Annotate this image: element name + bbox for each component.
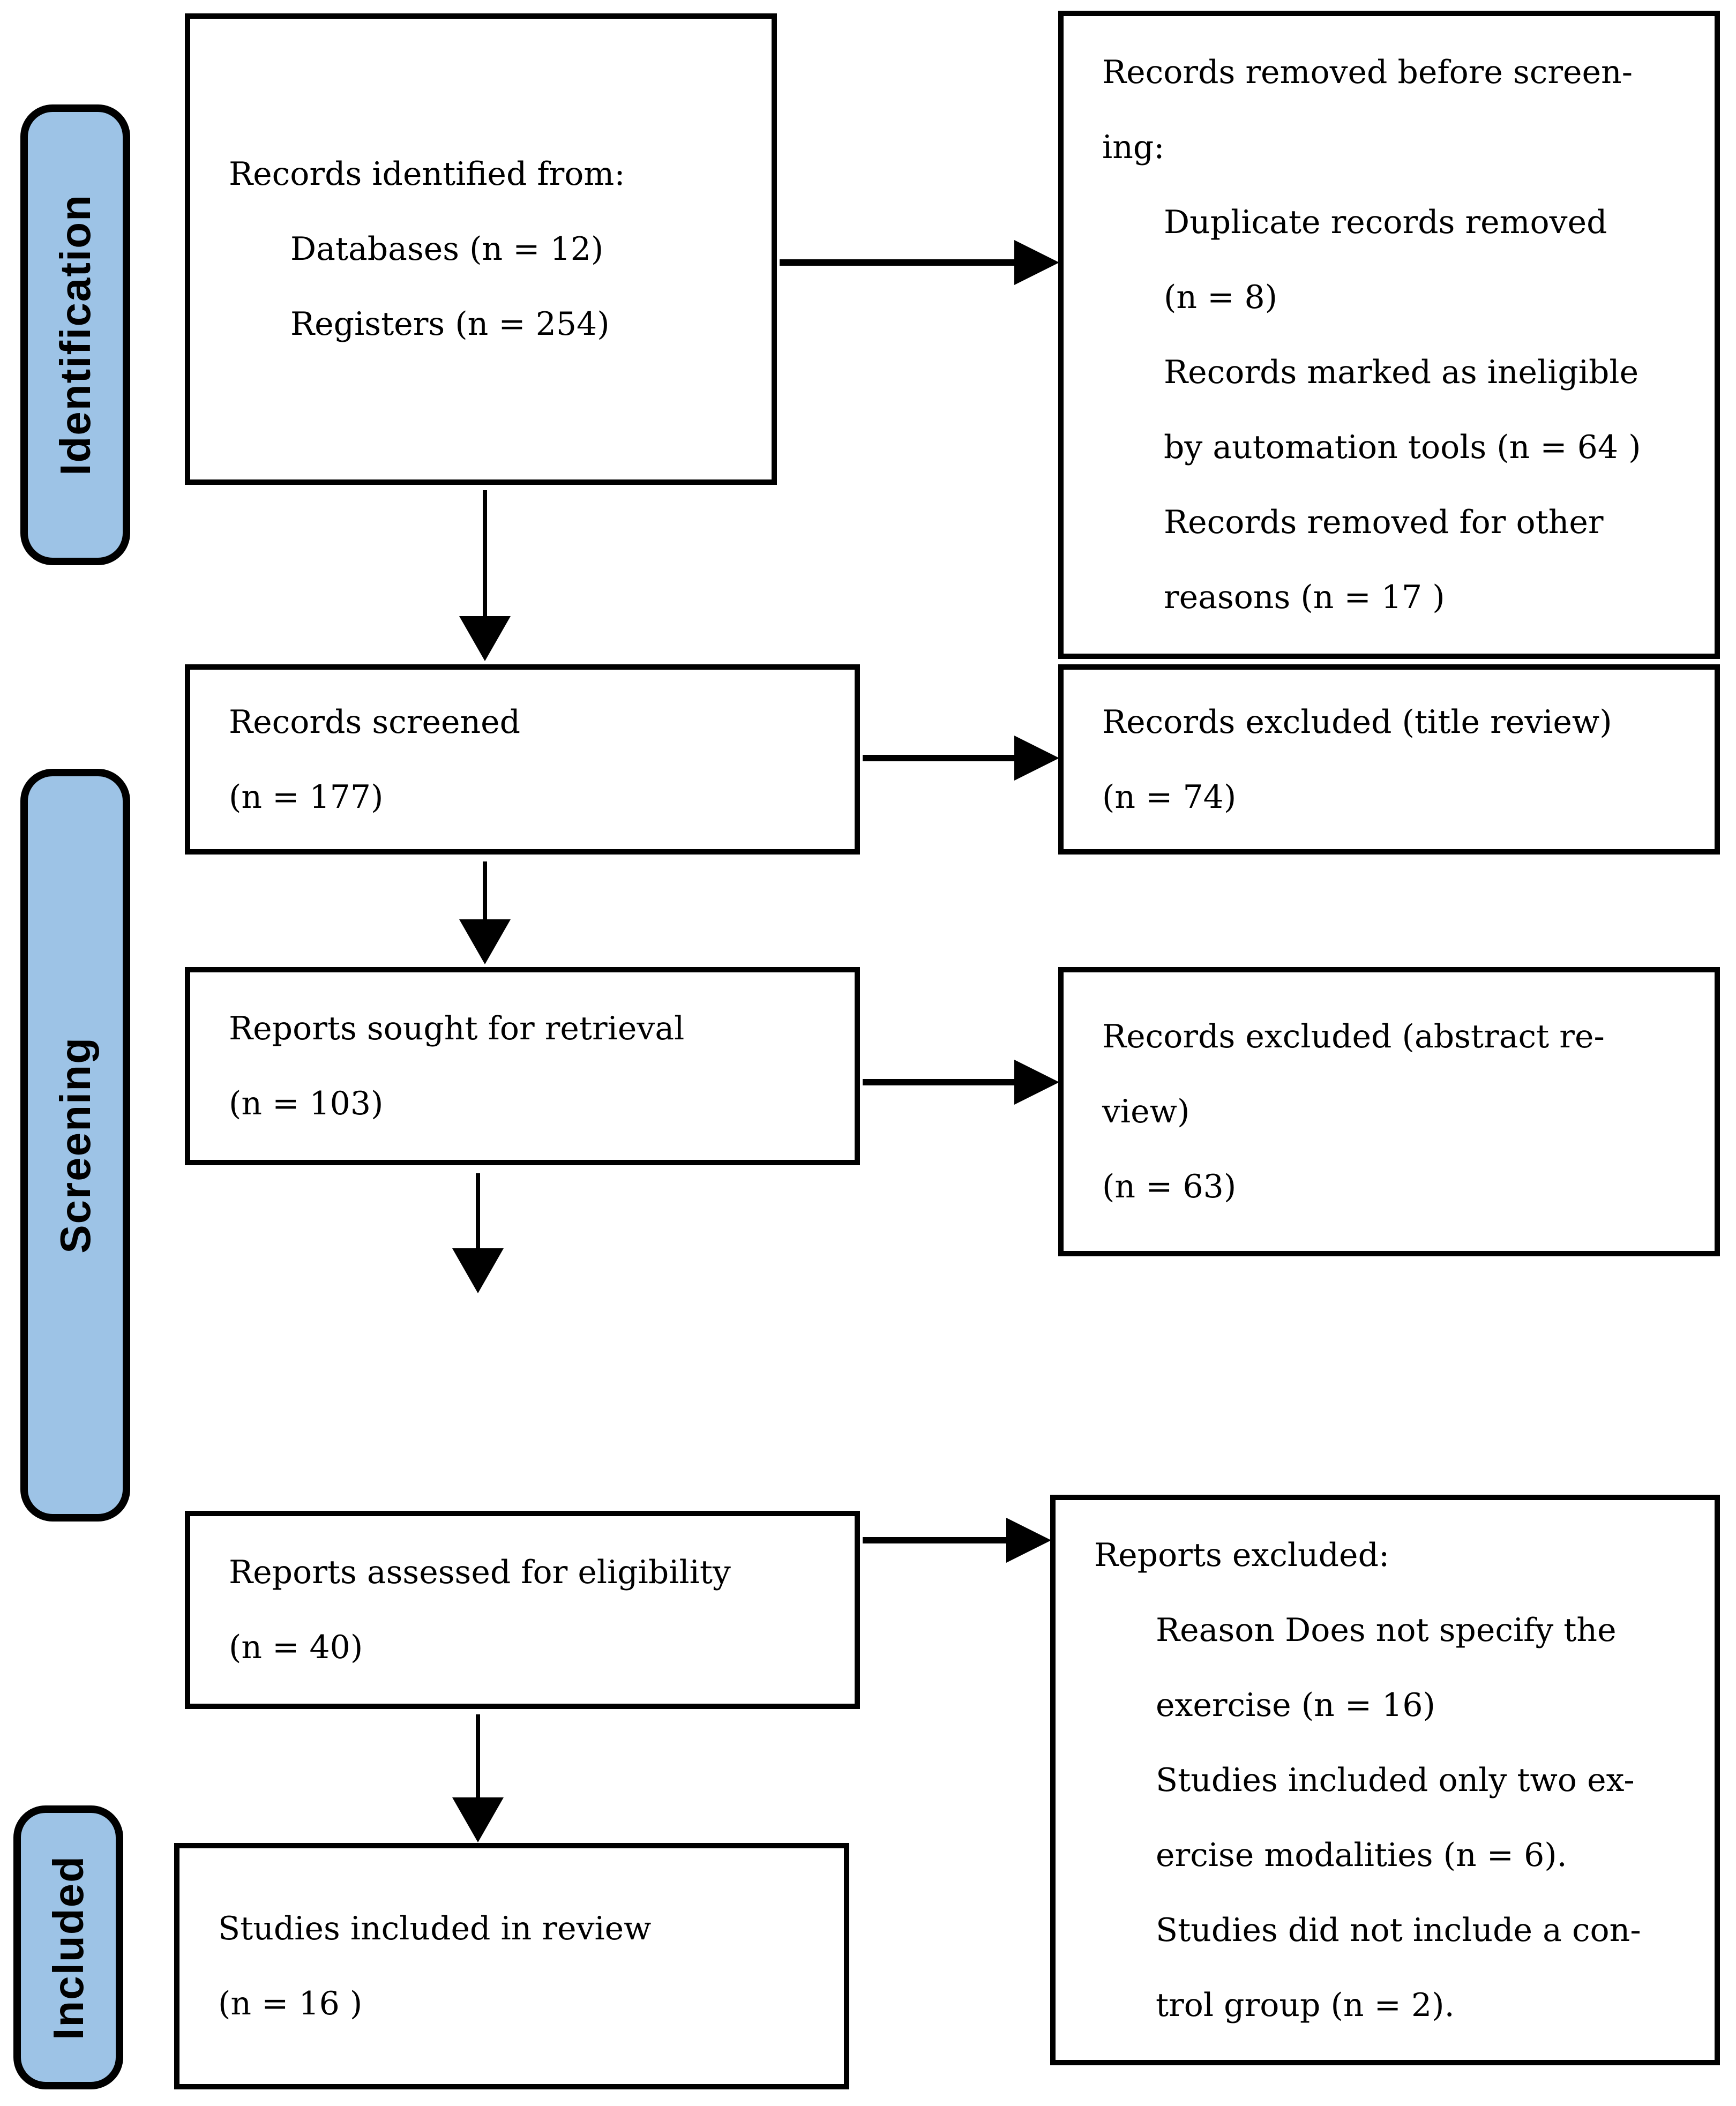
rail-identification: Identification xyxy=(20,104,130,565)
arrow-down-2-head xyxy=(459,919,511,964)
box-line: Databases (n = 12) xyxy=(290,230,604,268)
rail-included-label: Included xyxy=(44,1855,92,2040)
arrow-right-4-stem xyxy=(863,1537,1010,1543)
box-line: Reason Does not specify the exercise (n … xyxy=(1156,1611,1617,1724)
box-reports-assessed: Reports assessed for eligibility (n = 40… xyxy=(185,1511,860,1709)
box-reports-excluded: Reports excluded: Reason Does not specif… xyxy=(1050,1495,1720,2065)
box-line: Records marked as ineligible by automati… xyxy=(1164,354,1641,466)
box-line: Reports excluded: xyxy=(1094,1536,1390,1574)
arrow-down-1-head xyxy=(459,616,511,661)
box-line: Duplicate records removed (n = 8) xyxy=(1164,204,1607,316)
box-line: (n = 63) xyxy=(1102,1168,1237,1205)
arrow-right-3-head xyxy=(1014,1060,1059,1105)
rail-identification-label: Identification xyxy=(51,194,99,476)
box-records-excluded-abstract-review: Records excluded (abstract re- view) (n … xyxy=(1058,967,1720,1256)
box-line: (n = 40) xyxy=(229,1629,363,1666)
arrow-right-4-head xyxy=(1006,1518,1051,1563)
box-line: Records excluded (title review) xyxy=(1102,703,1612,741)
box-line: (n = 177) xyxy=(229,778,384,816)
arrow-right-2-stem xyxy=(863,755,1018,761)
arrow-down-2-stem xyxy=(483,861,487,923)
box-line: Records screened xyxy=(229,703,521,741)
box-line: Studies included in review xyxy=(218,1910,652,1947)
rail-included: Included xyxy=(13,1805,123,2089)
box-line: Records excluded (abstract re- view) xyxy=(1102,1018,1605,1130)
box-line: Registers (n = 254) xyxy=(290,305,610,343)
arrow-down-3-head xyxy=(452,1248,504,1293)
arrow-down-3-stem xyxy=(476,1173,480,1251)
box-records-screened: Records screened (n = 177) xyxy=(185,664,860,855)
arrow-down-4-head xyxy=(452,1797,504,1842)
box-line: Records removed for other reasons (n = 1… xyxy=(1164,504,1604,616)
arrow-down-1-stem xyxy=(483,490,487,619)
rail-screening: Screening xyxy=(20,769,130,1522)
arrow-right-1-head xyxy=(1014,240,1059,285)
box-studies-included: Studies included in review (n = 16 ) xyxy=(174,1843,849,2089)
rail-screening-label: Screening xyxy=(51,1037,99,1254)
box-line: Studies did not include a con- trol grou… xyxy=(1156,1911,1641,2024)
arrow-right-2-head xyxy=(1014,736,1059,781)
box-line: Reports assessed for eligibility xyxy=(229,1554,731,1591)
box-records-identified: Records identified from: Databases (n = … xyxy=(185,13,777,485)
arrow-right-1-stem xyxy=(780,259,1018,266)
box-line: (n = 74) xyxy=(1102,778,1237,816)
box-line: (n = 103) xyxy=(229,1085,384,1122)
box-line: Records identified from: xyxy=(229,155,625,193)
box-line: Reports sought for retrieval xyxy=(229,1010,685,1047)
box-reports-sought: Reports sought for retrieval (n = 103) xyxy=(185,967,860,1165)
arrow-down-4-stem xyxy=(476,1714,480,1800)
box-line: Studies included only two ex- ercise mod… xyxy=(1156,1761,1635,1874)
box-records-removed-before-screening: Records removed before screen- ing: Dupl… xyxy=(1058,11,1720,659)
box-line: (n = 16 ) xyxy=(218,1985,363,2022)
box-line: Records removed before screen- ing: xyxy=(1102,54,1633,166)
arrow-right-3-stem xyxy=(863,1079,1018,1085)
box-records-excluded-title-review: Records excluded (title review) (n = 74) xyxy=(1058,664,1720,855)
